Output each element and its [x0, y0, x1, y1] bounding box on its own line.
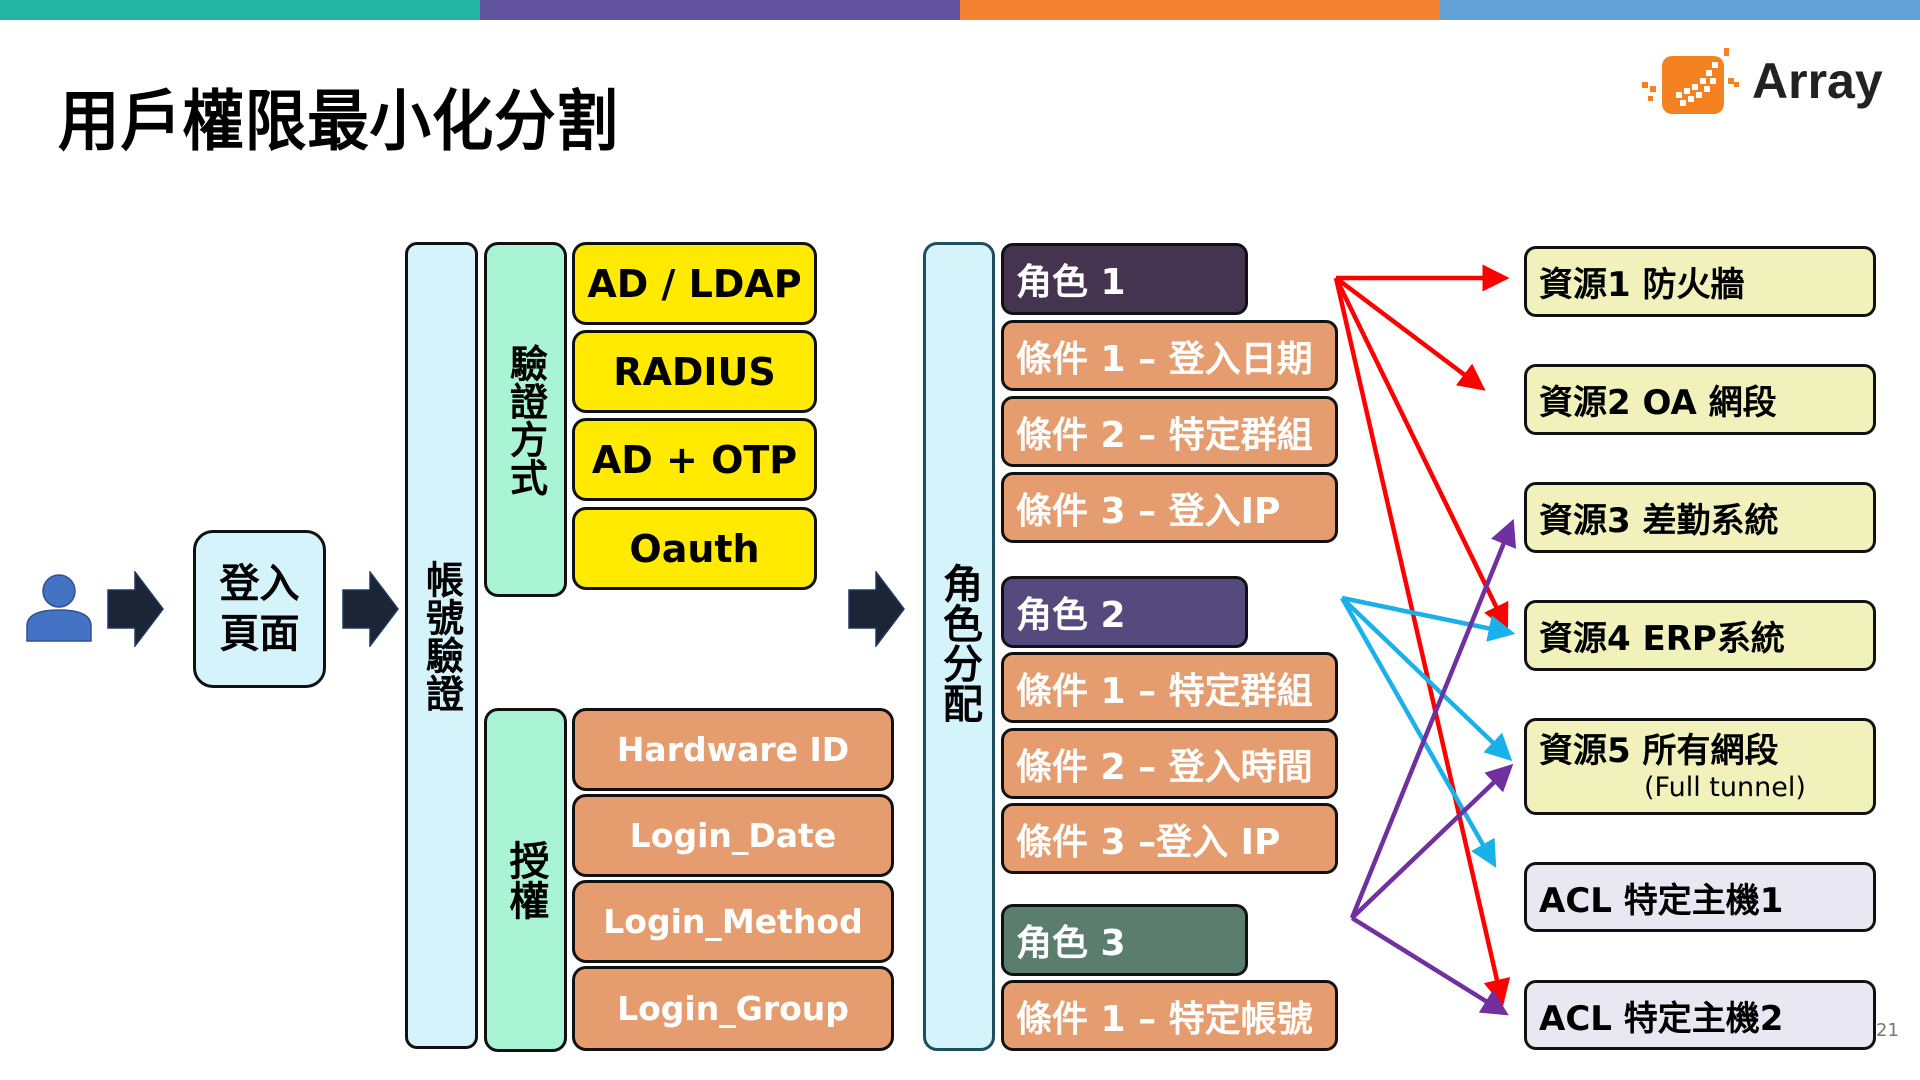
page-number: 21: [1876, 1020, 1899, 1041]
role-assignment-label: 角色分配: [936, 563, 982, 723]
mapping-arrow-role1-to-2: [1334, 276, 1486, 391]
mapping-arrow-role2-to-1: [1341, 595, 1516, 642]
role-3-box: 角色 3: [1001, 904, 1248, 976]
resource-label: 資源5 所有網段: [1539, 730, 1779, 771]
authorization-label: 授權: [502, 840, 549, 920]
person-icon: [26, 574, 92, 642]
acl-box: ACL 特定主機2: [1524, 980, 1876, 1050]
flow-arrow-2-icon: [342, 569, 400, 649]
authorization-item: Login_Group: [572, 966, 894, 1051]
mapping-arrow-role1-to-3: [1333, 277, 1509, 632]
array-logo-icon: [1636, 42, 1746, 117]
authorization-item: Login_Date: [572, 794, 894, 877]
authorization-item: Hardware ID: [572, 708, 894, 791]
login-page-box: 登入頁面: [193, 530, 326, 688]
auth-method-item: AD / LDAP: [572, 242, 817, 325]
auth-method-item: AD + OTP: [572, 418, 817, 501]
slide-title: 用戶權限最小化分割: [58, 83, 619, 160]
mapping-arrow-role2-to-2: [1340, 596, 1513, 762]
acl-box: ACL 特定主機1: [1524, 862, 1876, 932]
role-1-condition: 條件 2 – 特定群組: [1001, 396, 1338, 467]
account-verification-column: 帳號驗證: [405, 242, 478, 1049]
role-3-condition: 條件 1 – 特定帳號: [1001, 980, 1338, 1051]
header-bar-orange: [960, 0, 1440, 20]
role-1-condition: 條件 3 – 登入IP: [1001, 472, 1338, 543]
mapping-arrow-role2-to-3: [1340, 596, 1497, 868]
auth-method-column: 驗證方式: [484, 242, 567, 597]
auth-method-label: 驗證方式: [503, 343, 548, 496]
resource-box-full-tunnel: 資源5 所有網段 (Full tunnel): [1524, 718, 1876, 815]
role-assignment-column: 角色分配: [923, 242, 995, 1051]
mapping-arrow-role1-to-4: [1333, 277, 1511, 1007]
role-1-condition: 條件 1 – 登入日期: [1001, 320, 1338, 391]
header-bar-teal: [0, 0, 480, 20]
mapping-arrow-role3-to-3: [1350, 916, 1509, 1016]
auth-method-item: Oauth: [572, 507, 817, 590]
resource-box: 資源2 OA 網段: [1524, 364, 1876, 435]
flow-arrow-1-icon: [107, 569, 165, 649]
account-verification-label: 帳號驗證: [419, 560, 464, 712]
role-2-condition: 條件 3 –登入 IP: [1001, 803, 1338, 874]
header-bar-blue: [1440, 0, 1920, 20]
role-2-condition: 條件 1 – 特定群組: [1001, 652, 1338, 723]
role-2-condition: 條件 2 – 登入時間: [1001, 728, 1338, 799]
authorization-item: Login_Method: [572, 880, 894, 963]
array-logo-text: Array: [1752, 53, 1883, 109]
authorization-column: 授權: [484, 708, 567, 1052]
resource-box: 資源1 防火牆: [1524, 246, 1876, 317]
flow-arrow-3-icon: [848, 569, 906, 649]
mapping-arrow-role3-to-2: [1350, 763, 1514, 920]
resource-box: 資源4 ERP系統: [1524, 600, 1876, 671]
role-1-box: 角色 1: [1001, 243, 1248, 315]
auth-method-item: RADIUS: [572, 330, 817, 413]
login-page-label: 登入頁面: [219, 561, 300, 657]
mapping-arrow-role3-to-1: [1349, 518, 1517, 919]
resource-box: 資源3 差勤系統: [1524, 482, 1876, 553]
role-2-box: 角色 2: [1001, 576, 1248, 648]
header-bar-purple: [480, 0, 960, 20]
resource-sublabel: (Full tunnel): [1644, 771, 1806, 803]
